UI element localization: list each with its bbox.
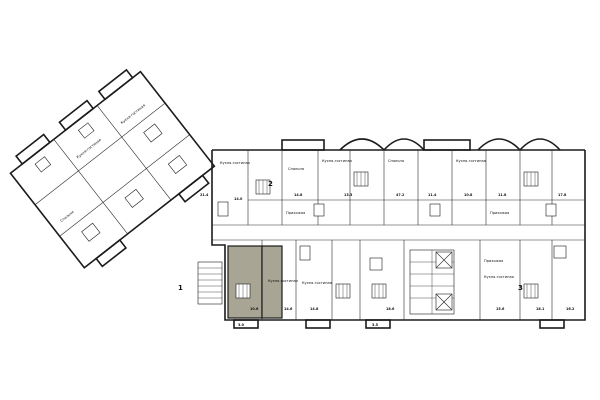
area-label: 3.0 (238, 323, 245, 327)
area-label: 11.4 (428, 193, 437, 197)
elevator-icon (435, 251, 453, 269)
bathroom-fixture (77, 122, 95, 139)
area-label: 14.6 (284, 307, 293, 311)
room-label: Кухня-гостиная (220, 161, 250, 165)
room-label: Прихожая (286, 211, 305, 215)
room-label: Спальня (60, 210, 75, 223)
room-label: Прихожая (484, 259, 503, 263)
elevator-icon (435, 293, 453, 311)
room-label: Кухня-гостиная (302, 281, 332, 285)
area-label: 16.2 (566, 307, 575, 311)
bathtub-icon (553, 245, 567, 259)
area-label: 10.8 (464, 193, 473, 197)
bathtub-icon (217, 201, 229, 217)
bed-icon (523, 283, 539, 299)
room-label: Кухня-гостиная (484, 275, 514, 279)
unit-number: 3 (518, 284, 523, 292)
room-label: Кухня-гостиная (76, 138, 102, 160)
apartment-highlight (261, 245, 283, 319)
room-label: Кухня-гостиная (120, 103, 146, 125)
bed-icon (353, 171, 369, 187)
room-label: Кухня-гостиная (268, 279, 298, 283)
bed-icon (523, 171, 539, 187)
area-label: 17.8 (558, 193, 567, 197)
area-label: 15.6 (496, 307, 505, 311)
bed-icon (167, 155, 188, 174)
area-label: 14.0 (234, 197, 243, 201)
block-outline (211, 150, 586, 321)
area-label: 10.6 (250, 307, 259, 311)
bed-icon (81, 222, 101, 242)
unit-number: 1 (178, 284, 183, 292)
bathtub-icon (313, 203, 325, 217)
apartment-highlight (227, 245, 263, 319)
room-label: Спальня (388, 159, 404, 163)
stair-icon (197, 261, 223, 305)
bed-icon (255, 179, 271, 195)
bed-icon (335, 283, 351, 299)
bathtub-icon (369, 257, 383, 271)
bathroom-fixture (34, 156, 52, 173)
bathtub-icon (545, 203, 557, 217)
wing-northwest: Кухня-гостиная Спальня Кухня-гостиная (9, 68, 216, 269)
room-label: Спальня (288, 167, 304, 171)
area-label: 18.1 (536, 307, 545, 311)
area-label: 47.2 (396, 193, 405, 197)
bed-icon (235, 283, 251, 299)
area-label: 3.5 (372, 323, 379, 327)
area-label: 14.8 (310, 307, 319, 311)
area-label: 11.8 (498, 193, 507, 197)
room-label: Кухня-гостиная (456, 159, 486, 163)
area-label: 13.3 (344, 193, 353, 197)
room-label: Прихожая (490, 211, 509, 215)
area-label: 21.4 (200, 193, 209, 197)
bathtub-icon (429, 203, 441, 217)
unit-number: 2 (268, 180, 273, 188)
area-label: 14.8 (294, 193, 303, 197)
block-main: Кухня-гостиная Спальня Кухня-гостиная Сп… (178, 138, 586, 329)
area-label: 18.6 (386, 307, 395, 311)
bathtub-icon (299, 245, 311, 261)
bed-icon (124, 188, 144, 208)
bed-icon (371, 283, 387, 299)
bathroom-fixture (143, 123, 163, 143)
room-label: Кухня-гостиная (322, 159, 352, 163)
